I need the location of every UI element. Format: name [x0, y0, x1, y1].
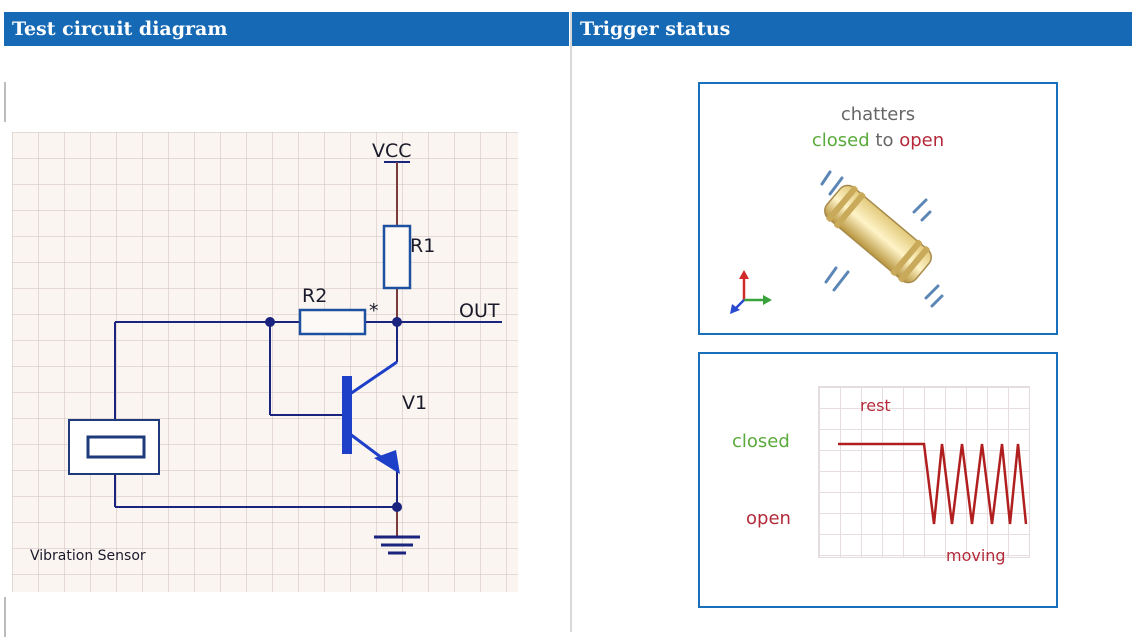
vcc-label: VCC: [372, 140, 412, 162]
transistor-base-bar: [342, 376, 352, 454]
chatters-label: chatters: [840, 104, 916, 125]
trigger-waveform-box: rest closed open moving: [698, 352, 1058, 608]
waveform-graphic: [838, 442, 1028, 525]
closed-label: closed: [732, 431, 790, 452]
open-word: open: [899, 130, 945, 151]
circuit-schematic: VCC R1 R2 * OUT V1 Vibration Sensor: [30, 140, 502, 564]
waveform-grid: [818, 386, 1030, 558]
junction-dot: [392, 317, 402, 327]
moving-label: moving: [946, 546, 1006, 565]
junction-dot: [265, 317, 275, 327]
emitter-arrow: [374, 450, 400, 474]
vibration-sensor-icon: [824, 184, 932, 284]
r2-label: R2: [302, 285, 327, 307]
vibration-sensor-label: Vibration Sensor: [30, 548, 146, 564]
vibration-lines-icon: [820, 170, 944, 308]
trigger-waveform-line: [838, 442, 1028, 525]
to-word: to: [875, 130, 894, 151]
rest-label: rest: [860, 396, 891, 415]
collector-lead: [349, 360, 398, 396]
circuit-panel: Test circuit diagram: [4, 12, 569, 637]
axes-icon: [730, 270, 772, 314]
chatter-illustration-box: chatters closed to open: [698, 82, 1058, 335]
junction-dot: [392, 502, 402, 512]
closed-word: closed: [811, 130, 870, 151]
resistor-r1: [382, 224, 412, 290]
trigger-status-panel: Trigger status chatters closed to open: [572, 12, 1132, 632]
v1-label: V1: [402, 392, 427, 414]
closed-to-open-label: closed to open: [700, 130, 1056, 151]
circuit-panel-title: Test circuit diagram: [4, 12, 569, 46]
panel-divider: [570, 12, 572, 632]
open-label: open: [746, 508, 791, 529]
sensor-graphic: [730, 170, 944, 314]
r1-label: R1: [410, 235, 435, 257]
r2-star-label: *: [369, 300, 379, 322]
panel-edge-mark: [4, 597, 6, 637]
vibration-sensor-element: [86, 435, 146, 459]
out-label: OUT: [459, 300, 500, 322]
circuit-diagram: VCC R1 R2 * OUT V1 Vibration Sensor: [12, 132, 518, 592]
trigger-status-title: Trigger status: [572, 12, 1132, 46]
panel-edge-mark: [4, 82, 6, 122]
resistor-r2: [298, 308, 367, 336]
